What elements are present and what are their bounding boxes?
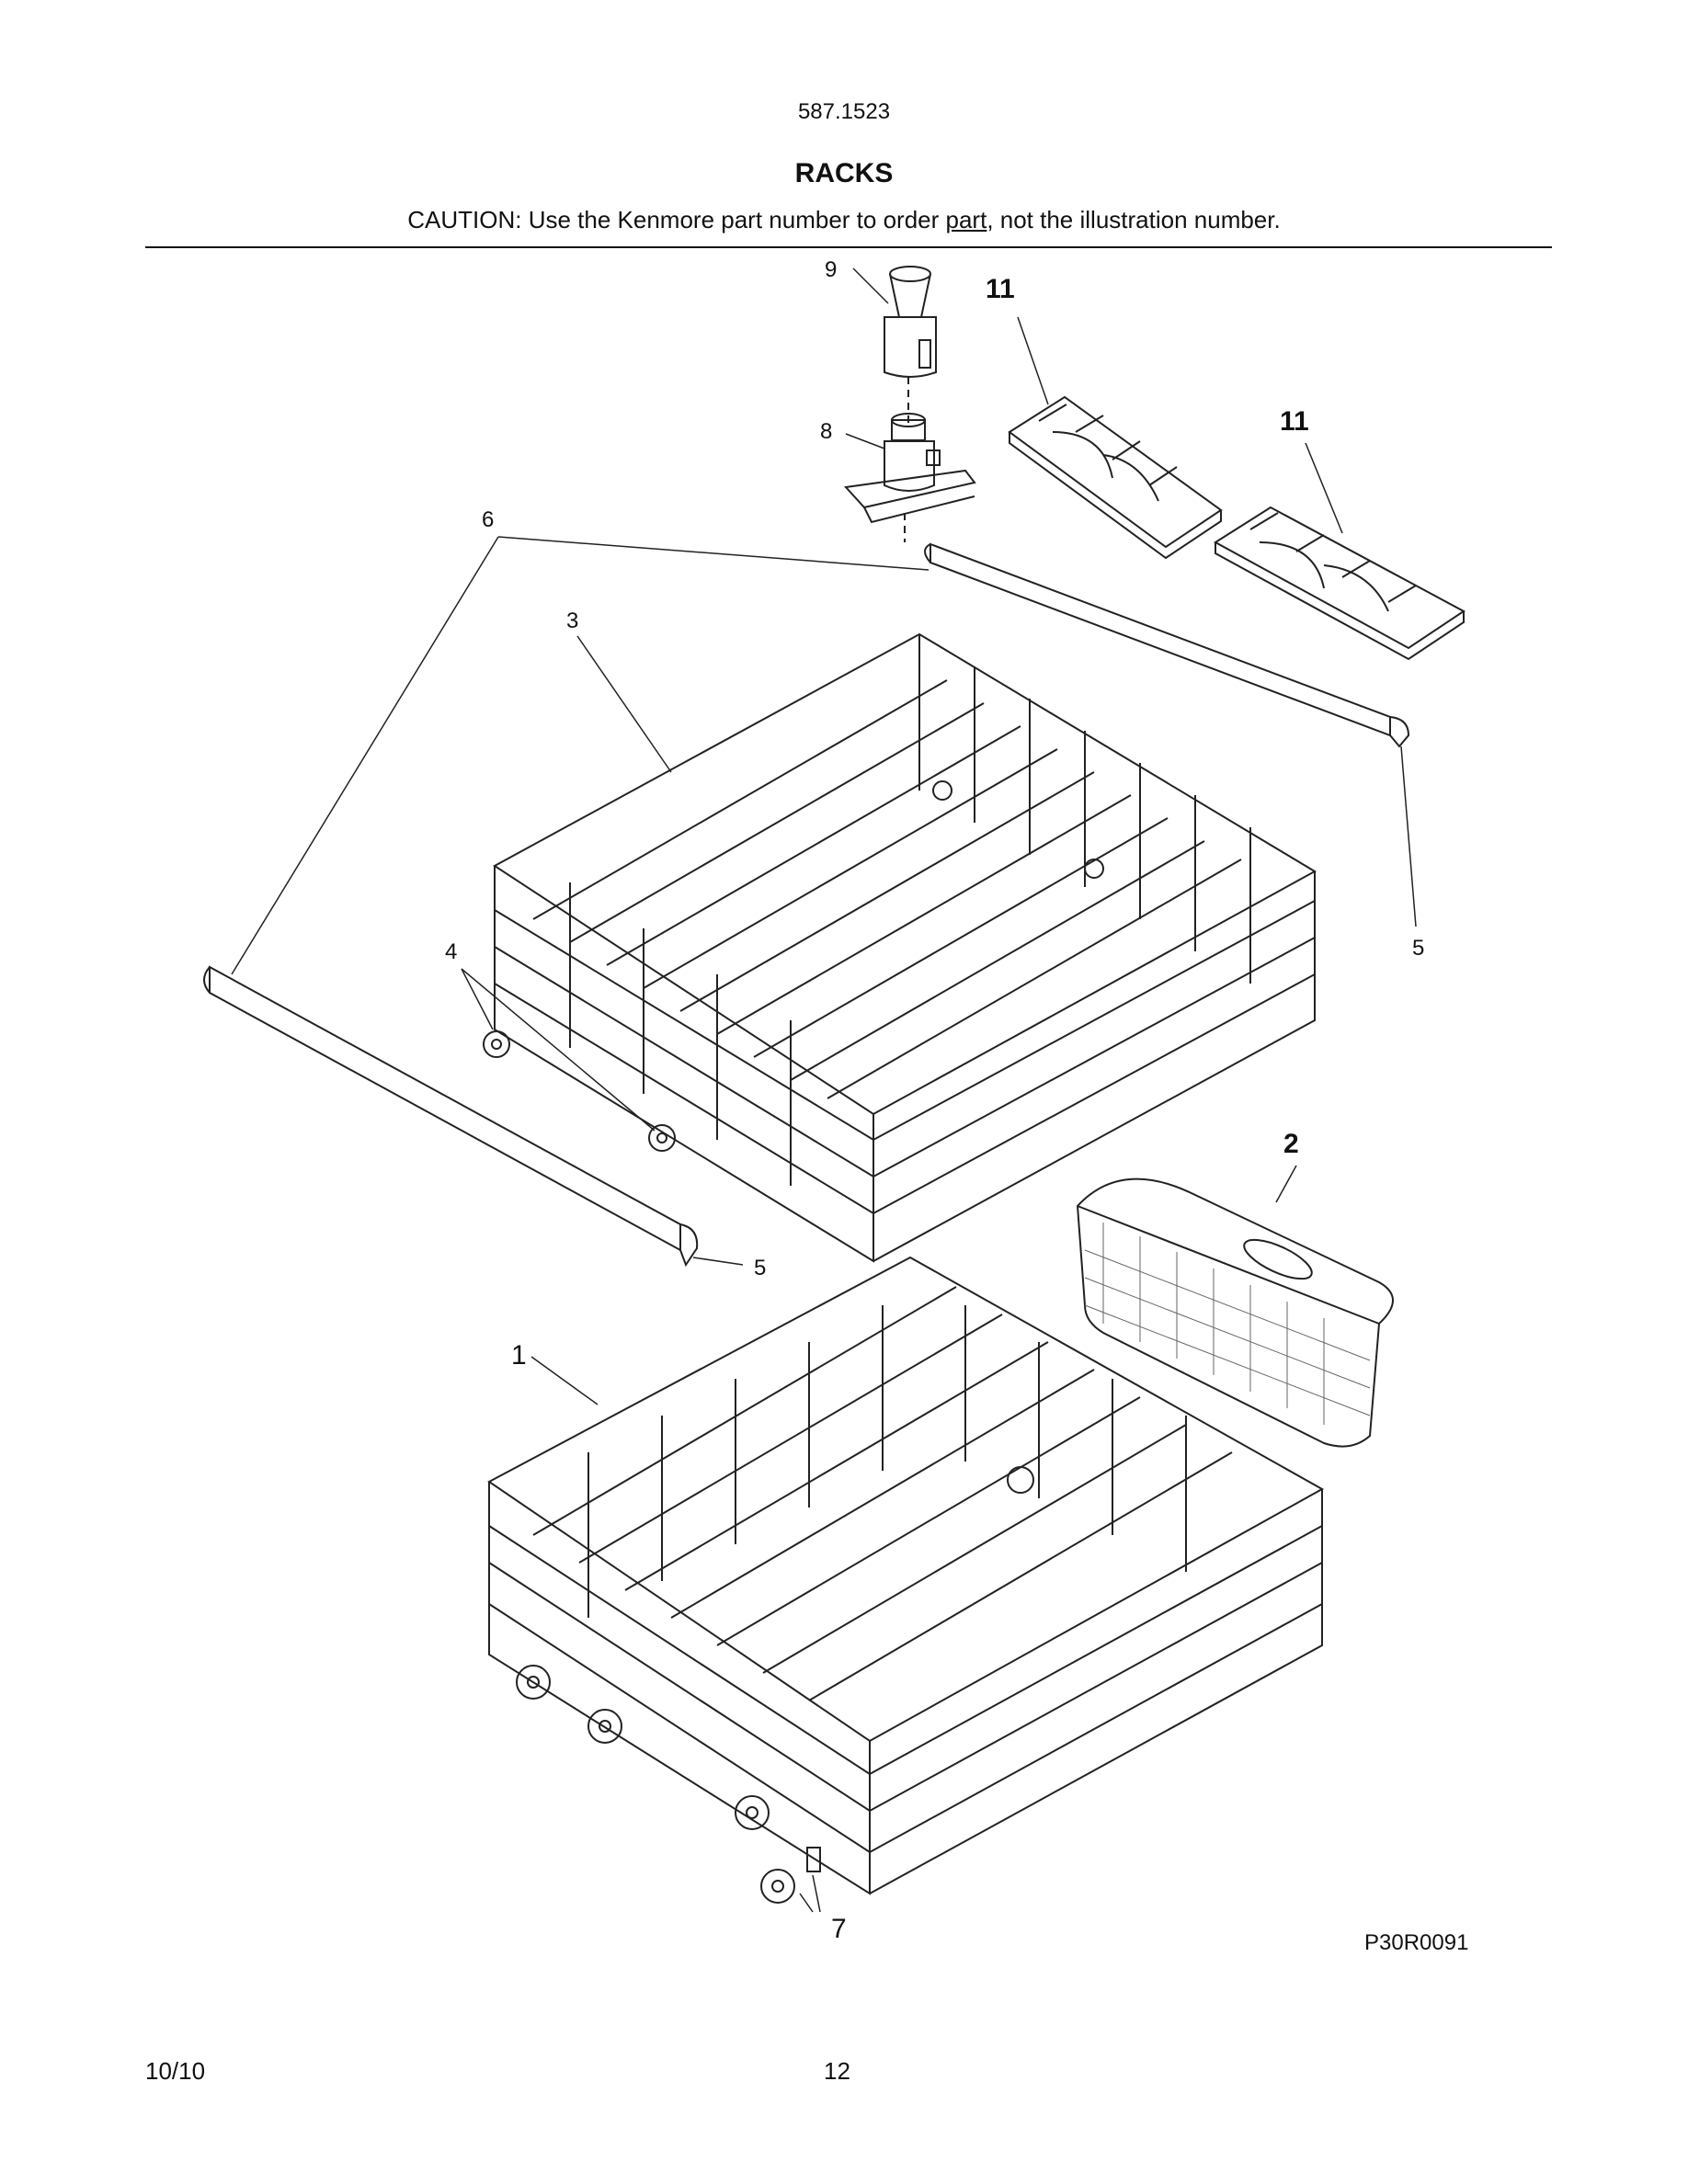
- page-title: RACKS: [794, 158, 894, 188]
- caution-note: CAUTION: Use the Kenmore part number to …: [0, 206, 1688, 234]
- part-3-upper-rack: [493, 632, 1317, 1263]
- part-7-wheel-assembly: [760, 1847, 821, 1904]
- callout-4: 4: [445, 939, 458, 964]
- callout-5-left: 5: [754, 1256, 767, 1280]
- caution-prefix: CAUTION: Use the Kenmore part number to …: [407, 206, 946, 233]
- model-number: 587.1523: [797, 99, 891, 124]
- callout-11-upper: 11: [986, 274, 1015, 304]
- page-number: 12: [824, 2057, 850, 2085]
- callout-3: 3: [566, 609, 579, 633]
- part-11-shelf-lower: [1214, 506, 1466, 661]
- caution-underlined-word: part: [945, 206, 987, 233]
- part-2-silverware-basket: [1076, 1177, 1394, 1448]
- part-11-shelf-upper: [1008, 395, 1223, 560]
- footer-date: 10/10: [145, 2057, 206, 2085]
- part-4-rack-clips: [483, 1030, 676, 1152]
- caution-suffix: , not the illustration number.: [987, 206, 1281, 233]
- header-divider: [145, 246, 1552, 248]
- callout-2: 2: [1283, 1129, 1299, 1159]
- callout-11-lower: 11: [1280, 406, 1309, 437]
- part-6-rail-left: [203, 965, 699, 1268]
- figure-code: P30R0091: [1364, 1930, 1469, 1955]
- part-8-manifold: [843, 413, 976, 524]
- callout-5-right: 5: [1412, 936, 1425, 961]
- part-9-nozzle: [884, 266, 937, 378]
- part-6-rail-right: [924, 542, 1410, 748]
- callout-8: 8: [820, 419, 833, 444]
- callout-7: 7: [831, 1914, 847, 1944]
- callout-6: 6: [482, 507, 495, 532]
- part-1-lower-rack: [487, 1256, 1325, 1895]
- callout-1: 1: [511, 1340, 527, 1371]
- leader-lines: [231, 267, 1417, 1913]
- callout-9: 9: [825, 257, 838, 282]
